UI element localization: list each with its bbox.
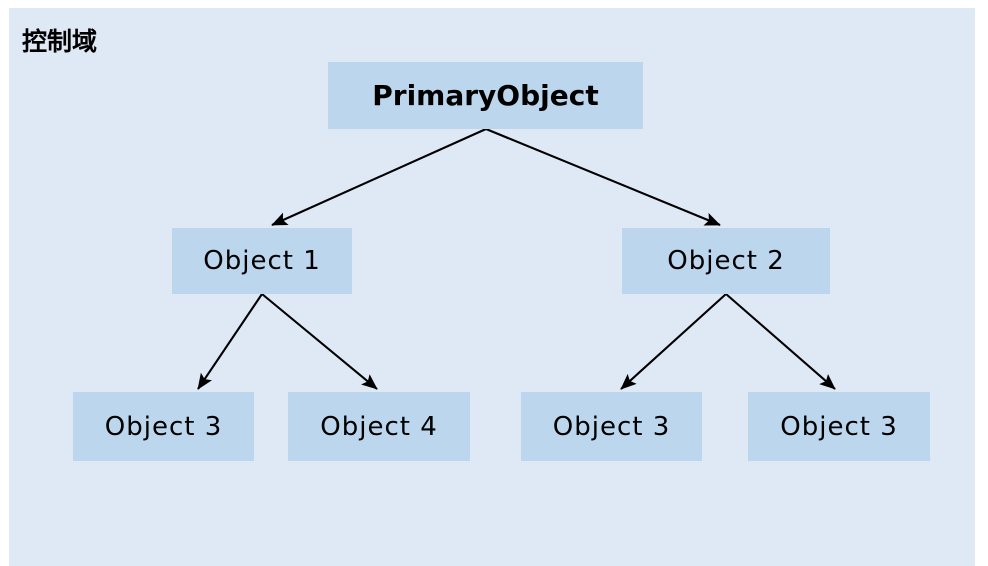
node-primary-object[interactable]: PrimaryObject xyxy=(328,62,643,129)
node-primary-object-label: PrimaryObject xyxy=(372,79,599,112)
node-object-3-a[interactable]: Object 3 xyxy=(73,392,254,461)
node-object-3-c[interactable]: Object 3 xyxy=(748,392,930,461)
node-object-1[interactable]: Object 1 xyxy=(172,228,352,294)
node-object-4[interactable]: Object 4 xyxy=(288,392,470,461)
node-object-3-c-label: Object 3 xyxy=(780,411,898,442)
node-object-4-label: Object 4 xyxy=(320,411,438,442)
node-object-1-label: Object 1 xyxy=(203,246,321,276)
node-object-3-a-label: Object 3 xyxy=(104,411,223,442)
node-object-2-label: Object 2 xyxy=(667,246,785,276)
node-object-2[interactable]: Object 2 xyxy=(622,228,830,294)
node-object-3-b-label: Object 3 xyxy=(552,411,671,442)
domain-title: 控制域 xyxy=(22,27,98,56)
node-object-3-b[interactable]: Object 3 xyxy=(521,392,702,461)
